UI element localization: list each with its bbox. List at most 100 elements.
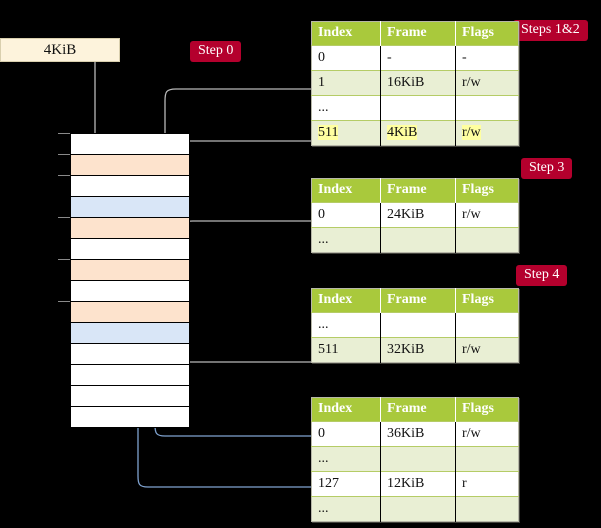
step-label-step0: Step 0 [190, 41, 242, 63]
cell-flags: r [455, 471, 519, 497]
column-header-flags: Flags [455, 397, 519, 422]
step-label-step3: Step 3 [521, 158, 573, 180]
wire-t4r127-to-memory [134, 213, 311, 488]
wire-t2r0-to-memory [179, 220, 311, 296]
highlight-span: r/w [462, 124, 481, 140]
memory-frame-row [58, 301, 189, 322]
cell-flags [455, 446, 519, 472]
column-header-frame: Frame [380, 21, 456, 46]
memory-frame-row [71, 238, 189, 259]
cell-frame [380, 312, 456, 338]
cell-frame [380, 446, 456, 472]
highlight-span: 4KiB [387, 124, 418, 140]
cell-index: 0 [311, 45, 381, 71]
cell-index: ... [311, 446, 381, 472]
cell-index: 0 [311, 421, 381, 447]
wire-t3r511-to-memory [176, 309, 311, 363]
table-header-row: Index Frame Flags [311, 397, 519, 422]
cell-index: 1 [311, 70, 381, 96]
table-header-row: Index Frame Flags [311, 21, 519, 46]
column-header-frame: Frame [380, 288, 456, 313]
memory-frame-row [71, 406, 189, 427]
memory-row-tick [58, 217, 70, 218]
cell-flags [455, 496, 519, 522]
cell-frame: 4KiB [380, 120, 456, 146]
memory-frame-row [71, 343, 189, 364]
table-row: ... [311, 496, 519, 522]
cell-flags: - [455, 45, 519, 71]
memory-row-tick [58, 154, 70, 155]
cell-flags [455, 95, 519, 121]
cell-frame: 12KiB [380, 471, 456, 497]
table-row: ... [311, 446, 519, 472]
cell-frame: 16KiB [380, 70, 456, 96]
column-header-frame: Frame [380, 178, 456, 203]
memory-frame-row [58, 259, 189, 280]
cell-index: 511 [311, 120, 381, 146]
cell-frame [380, 95, 456, 121]
memory-frame-row [71, 196, 189, 217]
cell-index: 511 [311, 337, 381, 363]
step-label-step4: Step 4 [516, 265, 568, 287]
column-header-flags: Flags [455, 21, 519, 46]
cell-index: ... [311, 312, 381, 338]
cell-index: ... [311, 95, 381, 121]
table-row: ... [311, 227, 519, 253]
memory-frame-row [71, 364, 189, 385]
memory-frame-row [71, 280, 189, 301]
cell-frame [380, 496, 456, 522]
cell-index: ... [311, 496, 381, 522]
table-row: 511 4KiB r/w [311, 120, 519, 146]
table-row: ... [311, 312, 519, 338]
step-label-steps12: Steps 1&2 [513, 20, 588, 42]
memory-frame-row [58, 217, 189, 238]
table-header-row: Index Frame Flags [311, 178, 519, 203]
cell-flags: r/w [455, 202, 519, 228]
column-header-index: Index [311, 288, 381, 313]
cell-flags: r/w [455, 337, 519, 363]
cell-index: 0 [311, 202, 381, 228]
page-frame-box: 4KiB [0, 38, 120, 62]
cell-frame: 24KiB [380, 202, 456, 228]
cell-frame [380, 227, 456, 253]
cell-frame: 36KiB [380, 421, 456, 447]
memory-row-tick [58, 175, 70, 176]
memory-frame-row [58, 175, 189, 196]
memory-column [58, 133, 190, 428]
cell-frame: - [380, 45, 456, 71]
table-row: ... [311, 95, 519, 121]
memory-frame-row [71, 385, 189, 406]
column-header-index: Index [311, 178, 381, 203]
column-header-index: Index [311, 21, 381, 46]
cell-index: 127 [311, 471, 381, 497]
table-row: 0-- [311, 45, 519, 71]
memory-frame-row [58, 154, 189, 175]
cell-flags [455, 312, 519, 338]
cell-index: ... [311, 227, 381, 253]
cell-flags: r/w [455, 421, 519, 447]
memory-frame-row [71, 322, 189, 343]
column-header-flags: Flags [455, 288, 519, 313]
column-header-index: Index [311, 397, 381, 422]
memory-row-tick [58, 259, 70, 260]
wire-t1r1-to-memory [161, 88, 311, 150]
cell-flags: r/w [455, 120, 519, 146]
cell-frame: 32KiB [380, 337, 456, 363]
cell-flags [455, 227, 519, 253]
column-header-flags: Flags [455, 178, 519, 203]
highlight-span: 511 [318, 124, 339, 140]
memory-row-tick [58, 301, 70, 302]
table-header-row: Index Frame Flags [311, 288, 519, 313]
